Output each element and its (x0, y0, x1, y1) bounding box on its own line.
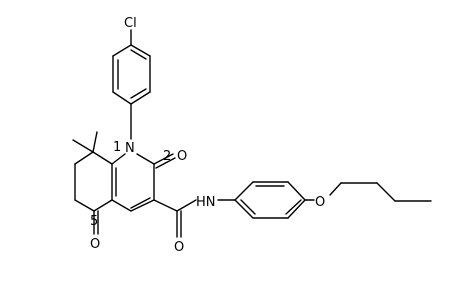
atom-labels: Cl 1 N 2 O HN O 5 O O (90, 16, 325, 255)
bond (130, 197, 151, 209)
bond (92, 151, 113, 165)
bond (74, 199, 95, 212)
bond (376, 182, 396, 202)
bond (130, 88, 147, 99)
ether-oxygen-atom-label: O (315, 195, 325, 210)
bond (130, 91, 151, 105)
bond (93, 199, 113, 212)
lactam-oxygen-atom-label: O (177, 149, 187, 164)
bond (74, 151, 94, 165)
bond (287, 181, 306, 201)
bond (111, 199, 132, 212)
bond (130, 44, 151, 57)
bond (155, 157, 176, 169)
bond (176, 199, 197, 212)
bond (240, 199, 256, 215)
bond (111, 153, 126, 165)
ketone-locant: 5 (90, 214, 98, 229)
lactam-locant: 2 (163, 149, 171, 164)
bond (234, 199, 254, 219)
bond (130, 49, 147, 60)
bond-lines (72, 29, 432, 238)
bond (92, 131, 98, 153)
chlorine-atom-label: Cl (124, 16, 137, 31)
bond (136, 153, 155, 165)
bond (112, 44, 132, 57)
bond (153, 199, 178, 212)
ring-nitrogen-locant: 1 (113, 140, 121, 155)
amide-nitrogen-atom-label: HN (196, 195, 216, 210)
bond (130, 199, 155, 212)
bond (153, 153, 174, 165)
bond (112, 91, 132, 105)
bond (287, 199, 306, 219)
bond (234, 181, 254, 201)
bond (285, 199, 302, 215)
ring-nitrogen-atom-label: N (125, 141, 135, 156)
bond (329, 182, 342, 196)
amide-oxygen-atom-label: O (174, 240, 184, 255)
ketone-oxygen-atom-label: O (90, 237, 100, 252)
bond (72, 139, 94, 153)
